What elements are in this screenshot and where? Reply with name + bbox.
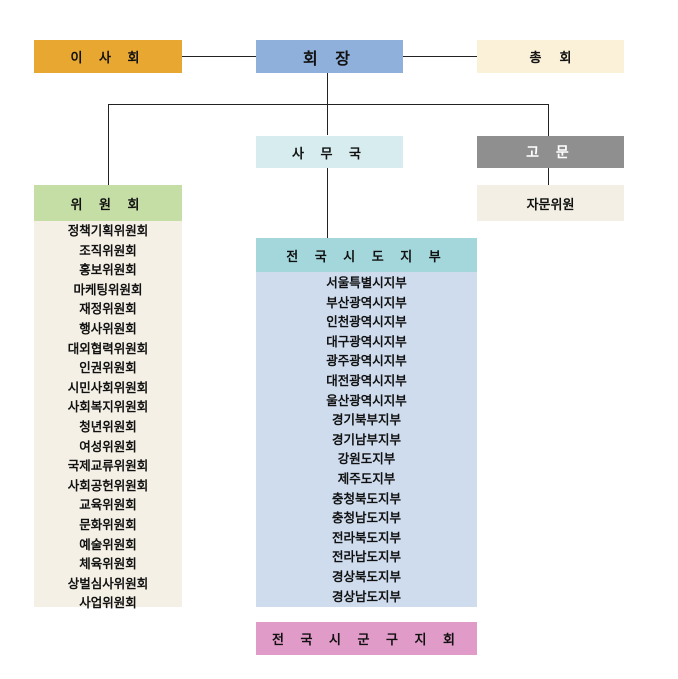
committee-header: 위 원 회 xyxy=(34,185,182,221)
committee-item: 행사위원회 xyxy=(79,320,137,336)
connector-board-president xyxy=(181,56,256,57)
connector-to-committees xyxy=(108,104,109,185)
committee-item: 사회공헌위원회 xyxy=(67,477,149,493)
president-box: 회 장 xyxy=(256,40,403,73)
committee-item: 예술위원회 xyxy=(79,536,137,552)
branch-item: 서울특별시지부 xyxy=(326,275,407,290)
committee-item: 사업위원회 xyxy=(79,595,137,611)
branch-item: 제주도지부 xyxy=(337,470,396,486)
branch-item: 강원도지부 xyxy=(337,451,396,467)
branch-item: 울산광역시지부 xyxy=(326,392,407,408)
committee-item: 대외협력위원회 xyxy=(67,340,149,356)
branch-item: 충청남도지부 xyxy=(331,510,401,526)
branch-item: 경기북부지부 xyxy=(331,412,401,428)
branch-header: 전 국 시 도 지 부 xyxy=(256,238,477,272)
committee-item: 청년위원회 xyxy=(79,418,137,434)
branch-item: 대전광역시지부 xyxy=(326,372,407,388)
committee-item: 인권위원회 xyxy=(79,360,137,376)
branch-item: 인천광역시지부 xyxy=(326,314,407,330)
secretariat-box: 사 무 국 xyxy=(256,136,403,168)
advisor-header: 고 문 xyxy=(477,136,624,168)
committee-item: 재정위원회 xyxy=(79,301,137,317)
committee-item: 상벌심사위원회 xyxy=(67,575,149,591)
advisor-item: 자문위원 xyxy=(477,185,624,221)
connector-horizontal-bus xyxy=(108,104,549,105)
committee-item: 사회복지위원회 xyxy=(67,399,149,415)
committee-item: 조직위원회 xyxy=(79,242,137,258)
connector-to-advisor xyxy=(548,104,549,136)
general-assembly-box: 총 회 xyxy=(477,40,624,73)
branch-item: 경기남부지부 xyxy=(331,431,401,447)
committee-item: 정책기획위원회 xyxy=(67,223,149,238)
branch-item: 경상남도지부 xyxy=(331,588,401,604)
committee-item: 시민사회위원회 xyxy=(67,379,149,395)
branch-item: 광주광역시지부 xyxy=(326,353,407,369)
connector-advisor-item xyxy=(548,168,549,185)
branch-item: 경상북도지부 xyxy=(331,568,401,584)
committee-item: 여성위원회 xyxy=(79,438,137,454)
branch-item: 전라북도지부 xyxy=(331,529,401,545)
local-chapter-box: 전 국 시 군 구 지 회 xyxy=(256,622,477,655)
committee-item: 마케팅위원회 xyxy=(73,281,143,297)
board-box: 이 사 회 xyxy=(34,40,182,73)
branch-item: 전라남도지부 xyxy=(331,549,401,565)
connector-secretariat-branches xyxy=(327,168,328,238)
committee-item: 국제교류위원회 xyxy=(67,458,149,474)
branch-item: 대구광역시지부 xyxy=(326,333,407,349)
branch-item: 충청북도지부 xyxy=(331,490,401,506)
committee-item: 홍보위원회 xyxy=(79,262,137,278)
committee-item: 문화위원회 xyxy=(79,516,137,532)
branch-item: 부산광역시지부 xyxy=(326,294,407,310)
committee-item: 교육위원회 xyxy=(79,497,137,513)
connector-president-assembly xyxy=(402,56,477,57)
committee-item: 체육위원회 xyxy=(79,556,137,572)
